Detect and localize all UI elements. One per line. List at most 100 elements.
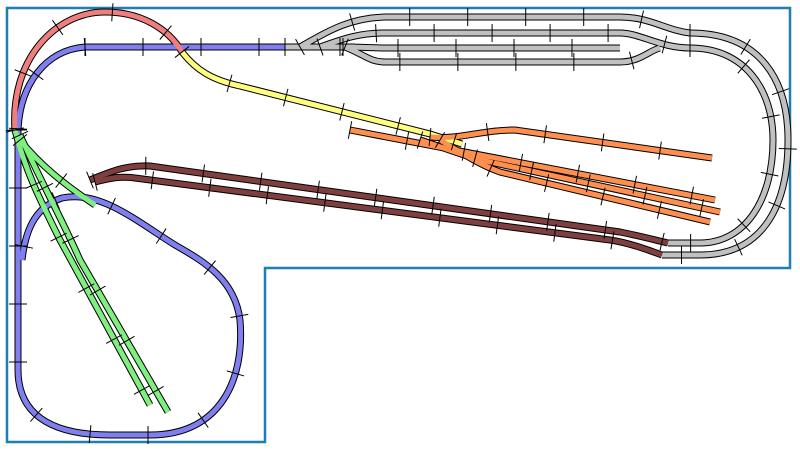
track-joint-mark [92,173,98,191]
track-joint-mark [600,187,606,206]
track-joint-mark [174,46,190,58]
track-joint-mark [83,37,87,57]
track-joint-mark [12,133,28,147]
track-joint-mark [431,196,435,215]
track-joint-mark [543,125,547,144]
brown-1-track [89,163,669,246]
track-joint-mark [6,127,24,133]
track-joint-mark [226,370,245,377]
track-joint-mark [203,260,216,275]
track-joint-mark [461,142,467,161]
track-joint-mark [339,102,345,121]
track-joint-mark [485,122,490,141]
track-joint-mark [295,38,305,56]
track-joint-mark [553,223,557,242]
track-joint-mark [226,74,233,93]
track-joint-mark [89,285,106,296]
track-joint-mark [438,208,442,227]
layout-board-outline [5,6,792,444]
yellow-lead-track [180,50,463,147]
grey-loop-inner-track [668,45,776,246]
track-joint-mark [25,180,43,189]
grey-fan-1-track [298,14,691,50]
green-3-track [18,138,97,208]
track-joint-mark [659,232,665,251]
track-joint-mark [14,69,32,77]
track-joint-mark [434,132,446,148]
track-joint-mark [603,220,608,239]
track-joint-mark [375,24,378,43]
track-joint-mark [51,192,60,209]
track-joint-mark [428,127,432,147]
orange-4-track [429,127,713,161]
track-joint-mark [118,335,135,346]
track-joint-mark [740,38,751,55]
track-joint-mark [147,386,164,396]
track-joint-mark [159,25,172,40]
track-joint-mark [197,412,209,428]
track-joint-mark [495,216,500,235]
track-joint-mark [316,38,324,56]
blue-upper-curve-track [15,44,86,131]
track-joint-mark [642,186,648,205]
track-joint-mark [575,164,581,183]
track-joint-mark [546,212,550,231]
track-joint-mark [155,228,167,244]
track-joint-mark [347,121,353,139]
grey-fan-4-track [344,44,661,65]
track-joint-mark [86,171,94,189]
track-joint-mark [488,204,493,223]
track-joint-mark [395,117,401,135]
track-joint-mark [610,231,615,250]
track-joint-mark [349,13,356,31]
track-joint-mark [30,407,43,422]
track-joint-mark [689,186,694,205]
track-joint-mark [208,178,212,197]
track-joint-mark [737,59,750,74]
track-joint-mark [661,35,668,54]
track-joint-mark [658,141,662,160]
track-joint-mark [380,201,385,220]
track-joint-mark [265,186,270,205]
track-joint-mark [737,218,751,233]
grey-loop-outer-track [662,30,791,258]
track-joint-mark [316,180,320,199]
track-joint-mark [15,244,34,249]
track-joint-mark [518,153,524,172]
track-joint-mark [639,10,644,29]
track-joint-mark [544,174,550,192]
track-joint-mark [778,148,797,150]
track-joint-mark [323,193,327,212]
track-joint-mark [111,3,114,22]
brown-2-track [94,174,663,258]
track-joints [5,3,797,444]
track-joint-mark [628,51,635,70]
track-joint-mark [62,235,79,244]
track-joint-mark [50,232,67,242]
track-joint-mark [258,172,263,191]
track-joint-mark [600,133,605,152]
track-joint-mark [416,131,424,149]
green-1-track [12,129,153,407]
grey-fan-3-track [339,44,620,51]
tracks [11,8,792,439]
track-joint-mark [88,425,92,444]
track-joint-mark [78,283,95,293]
track-joint-mark [36,182,54,192]
track-joint-mark [404,131,410,150]
track-joint-mark [105,334,123,344]
track-joint-mark [55,173,68,188]
track-joint-mark [11,130,29,140]
track-joint-mark [771,88,790,96]
track-joint-mark [699,199,705,217]
track-joint-mark [150,171,154,190]
blue-outer-loop-track [15,130,244,438]
track-joint-mark [472,149,478,168]
track-joint-mark [450,132,458,151]
track-joint-mark [341,38,349,56]
track-joint-mark [632,175,637,194]
track-joint-mark [486,159,495,177]
track-joint-mark [283,88,289,107]
orange-3-track [438,137,711,225]
